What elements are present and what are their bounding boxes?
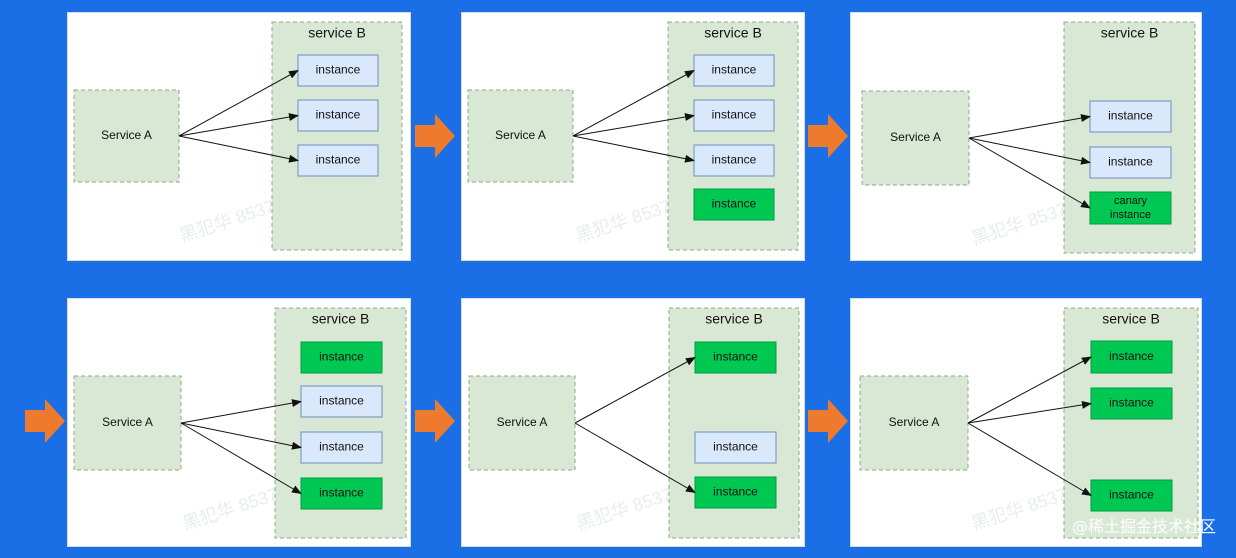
instance-box [693,99,775,132]
instance-label: instance [713,485,758,499]
watermark: 黑犯华 8537 [969,484,1069,534]
canary-instance-label-line1: canary [1114,195,1148,207]
flow-arrow-icon [25,399,65,443]
request-arrow [968,137,1091,165]
diagram-step-4: service B Service A instance instance instan… [73,307,407,539]
request-arrow [180,422,302,450]
instance-label: instance [712,63,757,77]
service-a-box [73,89,180,183]
instance-label: instance [1108,155,1153,169]
instance-label: instance [1109,349,1154,363]
diagram-step-1: service B Service A instance instance instan… [73,21,403,251]
service-b-label: service B [1102,311,1160,327]
request-arrow [967,356,1092,424]
diagram-step-6: service B Service A instance instance instan… [859,307,1199,539]
instance-box [297,54,379,87]
canary-instance-box [1089,191,1172,225]
new-instance-box [1090,340,1173,374]
service-a-label: Service A [889,415,940,429]
service-b-label: service B [308,25,366,41]
instance-label: instance [1108,109,1153,123]
watermark: 黑犯华 8537 [177,196,277,246]
flow-arrow-icon [808,399,848,443]
watermark: 黑犯华 8537 [969,199,1069,249]
instance-box [1089,146,1172,179]
request-arrow [968,137,1091,209]
instance-label: instance [319,394,364,408]
instance-label: instance [319,350,364,364]
instance-label: instance [319,440,364,454]
instance-box [694,431,777,464]
new-instance-box [1090,387,1173,420]
request-arrow [574,357,696,424]
watermark: 黑犯华 8537 [573,196,673,246]
request-arrow [180,399,302,424]
service-a-box [861,90,970,186]
instance-label: instance [713,440,758,454]
flow-arrow-icon [415,114,455,158]
service-a-box [468,375,576,471]
diagram-layer: service B Service A instance instance instan… [25,21,1216,539]
request-arrow [572,135,695,163]
instance-box [1089,100,1172,133]
service-a-label: Service A [890,130,941,144]
service-a-box [859,375,969,471]
request-arrow [178,135,299,163]
new-instance-box [694,341,777,374]
new-instance-box [693,188,775,221]
service-a-box [467,89,574,183]
instance-box [300,431,383,464]
request-arrow [572,70,695,137]
flow-arrow-icon [808,114,848,158]
watermark: 黑犯华 8537 [180,484,280,534]
service-a-label: Service A [101,128,152,142]
request-arrow [968,114,1091,139]
request-arrow [967,422,1092,497]
service-b-label: service B [312,311,370,327]
request-arrow [178,113,299,137]
footer-credit: @稀土掘金技术社区 [1072,517,1216,536]
instance-label: instance [712,153,757,167]
request-arrow [180,422,302,495]
instance-label: instance [316,63,361,77]
service-a-label: Service A [495,128,546,142]
instance-label: instance [316,108,361,122]
service-a-label: Service A [102,415,153,429]
request-arrow [967,400,1092,424]
service-b-label: service B [1101,25,1159,41]
request-arrow [178,70,299,137]
instance-label: instance [1109,488,1154,502]
canary-instance-label-line2: instance [1110,209,1151,221]
request-arrow [572,113,695,137]
instance-label: instance [712,197,757,211]
new-instance-box [300,341,383,374]
instance-box [297,144,379,177]
diagram-step-5: service B Service A instance instance instan… [468,307,800,539]
service-a-label: Service A [497,415,548,429]
new-instance-box [694,476,777,509]
instance-label: instance [713,350,758,364]
diagram-step-2: service B Service A instance instance instan… [467,21,799,251]
service-b-label: service B [704,25,762,41]
flow-arrow-icon [415,399,455,443]
watermark: 黑犯华 8537 [574,484,674,534]
instance-label: instance [319,486,364,500]
diagram-step-3: service B Service A instance instance canary… [861,21,1196,254]
instance-box [297,99,379,132]
request-arrow [574,422,696,494]
instance-label: instance [1109,396,1154,410]
instance-box [693,54,775,87]
service-b-label: service B [705,311,763,327]
instance-label: instance [316,153,361,167]
instance-label: instance [712,108,757,122]
instance-box [300,385,383,418]
